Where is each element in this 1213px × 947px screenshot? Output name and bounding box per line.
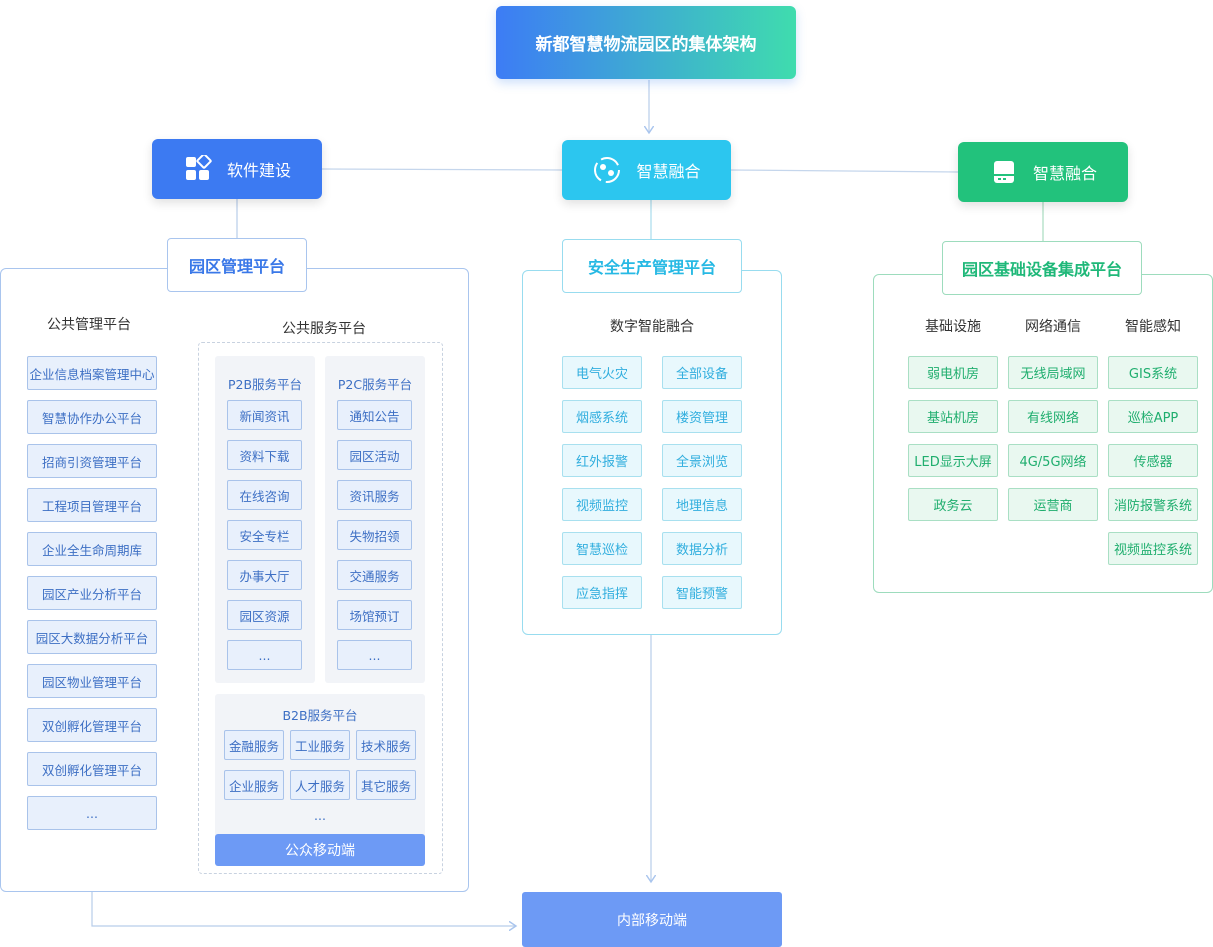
mgmt-item: 企业信息档案管理中心	[27, 356, 157, 390]
park-mgmt-title: 园区管理平台	[167, 238, 307, 292]
mgmt-item: ...	[27, 796, 157, 830]
mgmt-item: 工程项目管理平台	[27, 488, 157, 522]
p2c-item: 交通服务	[337, 560, 412, 590]
safety-heading: 数字智能融合	[610, 319, 694, 335]
safety-item: 数据分析	[662, 532, 742, 565]
b2b-label: B2B服务平台	[282, 708, 358, 723]
fusion-mid-label: 智慧融合	[636, 162, 701, 181]
b2b-item: 工业服务	[290, 730, 350, 760]
p2b-item: 资料下载	[227, 440, 302, 470]
p2c-label: P2C服务平台	[337, 377, 413, 392]
diagram-title: 新都智慧物流园区的集体架构	[496, 6, 796, 79]
infra-item: LED显示大屏	[908, 444, 998, 477]
infra-item: 无线局域网	[1008, 356, 1098, 389]
b2b-item: 人才服务	[290, 770, 350, 800]
safety-title: 安全生产管理平台	[562, 239, 742, 293]
b2b-item: 企业服务	[224, 770, 284, 800]
safety-item: 智慧巡检	[562, 532, 642, 565]
fusion-right-box: 智慧融合	[958, 142, 1128, 202]
mgmt-item: 智慧协作办公平台	[27, 400, 157, 434]
infra-item: 传感器	[1108, 444, 1198, 477]
safety-item: 烟感系统	[562, 400, 642, 433]
p2c-item: 失物招领	[337, 520, 412, 550]
p2b-item: 办事大厅	[227, 560, 302, 590]
infra-col-heading: 基础设施	[925, 319, 981, 335]
mgmt-item: 园区大数据分析平台	[27, 620, 157, 654]
safety-item: 楼资管理	[662, 400, 742, 433]
infra-item: 巡检APP	[1108, 400, 1198, 433]
infra-item: 消防报警系统	[1108, 488, 1198, 521]
b2b-item: 其它服务	[356, 770, 416, 800]
mgmt-item: 园区产业分析平台	[27, 576, 157, 610]
p2b-item: 园区资源	[227, 600, 302, 630]
b2b-item: 金融服务	[224, 730, 284, 760]
mgmt-item: 企业全生命周期库	[27, 532, 157, 566]
fusion-orbit-icon	[592, 155, 622, 185]
p2c-item: 通知公告	[337, 400, 412, 430]
mgmt-item: 双创孵化管理平台	[27, 708, 157, 742]
b2b-more: ...	[314, 808, 326, 823]
p2c-item: 资讯服务	[337, 480, 412, 510]
apps-grid-icon	[183, 154, 213, 184]
p2c-item: 场馆预订	[337, 600, 412, 630]
p2b-item: ...	[227, 640, 302, 670]
safety-item: 视频监控	[562, 488, 642, 521]
p2c-item: ...	[337, 640, 412, 670]
fusion-right-label: 智慧融合	[1032, 164, 1097, 183]
infra-item: 视频监控系统	[1108, 532, 1198, 565]
public-mobile-box: 公众移动端	[215, 834, 425, 866]
infra-item: 弱电机房	[908, 356, 998, 389]
internal-mobile-box: 内部移动端	[522, 892, 782, 947]
infra-item: 运营商	[1008, 488, 1098, 521]
mgmt-item: 双创孵化管理平台	[27, 752, 157, 786]
infra-item: 有线网络	[1008, 400, 1098, 433]
public-mgmt-heading: 公共管理平台	[47, 317, 131, 333]
p2c-item: 园区活动	[337, 440, 412, 470]
b2b-item: 技术服务	[356, 730, 416, 760]
infra-item: GIS系统	[1108, 356, 1198, 389]
infra-item: 4G/5G网络	[1008, 444, 1098, 477]
safety-item: 地理信息	[662, 488, 742, 521]
safety-item: 全部设备	[662, 356, 742, 389]
safety-item: 应急指挥	[562, 576, 642, 609]
p2b-item: 在线咨询	[227, 480, 302, 510]
p2b-item: 安全专栏	[227, 520, 302, 550]
infra-item: 政务云	[908, 488, 998, 521]
public-service-area	[198, 342, 443, 874]
safety-item: 全景浏览	[662, 444, 742, 477]
safety-item: 电气火灾	[562, 356, 642, 389]
safety-item: 红外报警	[562, 444, 642, 477]
mgmt-item: 园区物业管理平台	[27, 664, 157, 698]
infra-col-heading: 智能感知	[1125, 319, 1181, 335]
fusion-mid-box: 智慧融合	[562, 140, 731, 200]
infra-title: 园区基础设备集成平台	[942, 241, 1142, 295]
safety-item: 智能预警	[662, 576, 742, 609]
software-build-box: 软件建设	[152, 139, 322, 199]
p2b-item: 新闻资讯	[227, 400, 302, 430]
public-service-heading: 公共服务平台	[282, 321, 366, 337]
software-build-label: 软件建设	[226, 161, 291, 180]
mgmt-item: 招商引资管理平台	[27, 444, 157, 478]
p2b-label: P2B服务平台	[227, 377, 303, 392]
infra-col-heading: 网络通信	[1025, 319, 1081, 335]
infra-item: 基站机房	[908, 400, 998, 433]
server-icon	[989, 157, 1019, 187]
